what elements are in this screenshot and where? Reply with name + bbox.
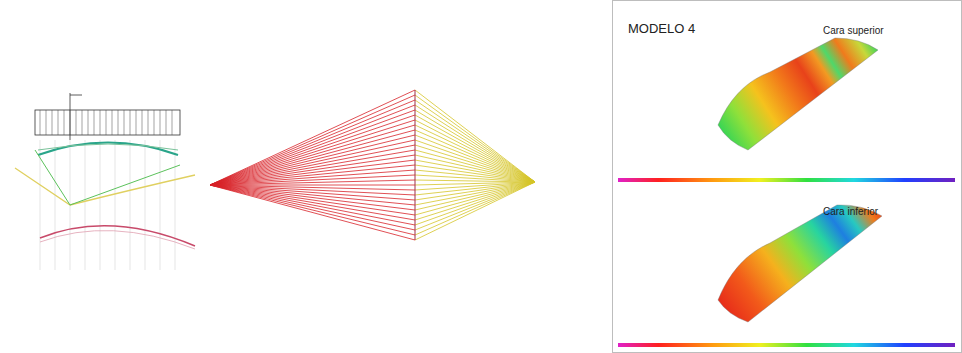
panel-title: MODELO 4 xyxy=(628,22,695,36)
force-ray xyxy=(210,185,415,225)
force-ray xyxy=(210,115,415,185)
force-ray xyxy=(210,185,415,235)
force-ray xyxy=(210,120,415,185)
force-ray xyxy=(210,130,415,185)
force-ray xyxy=(210,185,415,240)
force-ray xyxy=(210,95,415,185)
force-ray xyxy=(210,100,415,185)
force-ray xyxy=(210,150,415,185)
force-ray xyxy=(210,185,415,230)
force-ray xyxy=(415,182,535,230)
force-ray xyxy=(415,175,535,182)
force-ray xyxy=(210,90,415,185)
force-ray xyxy=(415,130,535,182)
force-ray xyxy=(210,180,415,185)
force-ray xyxy=(415,140,535,182)
force-ray xyxy=(415,182,535,205)
face-label: Cara superior xyxy=(823,25,884,36)
force-ray xyxy=(210,170,415,185)
force-ray xyxy=(415,90,535,182)
force-ray xyxy=(210,185,415,205)
force-ray xyxy=(415,135,535,182)
force-ray xyxy=(415,115,535,182)
force-ray xyxy=(415,120,535,182)
force-ray xyxy=(415,110,535,182)
force-ray xyxy=(415,145,535,182)
force-ray xyxy=(210,105,415,185)
force-ray xyxy=(210,175,415,185)
force-ray xyxy=(210,165,415,185)
force-ray xyxy=(415,182,535,240)
force-ray xyxy=(415,150,535,182)
force-ray xyxy=(415,182,535,235)
force-ray xyxy=(415,182,535,225)
force-ray xyxy=(415,155,535,182)
force-ray xyxy=(210,110,415,185)
face-label: Cara inferior xyxy=(823,206,878,217)
force-ray xyxy=(415,160,535,182)
force-ray xyxy=(415,165,535,182)
force-ray xyxy=(210,145,415,185)
force-ray xyxy=(415,95,535,182)
force-ray xyxy=(210,140,415,185)
force-ray xyxy=(210,185,415,215)
force-ray xyxy=(210,160,415,185)
force-ray xyxy=(210,135,415,185)
force-ray xyxy=(415,125,535,182)
force-ray xyxy=(210,185,415,210)
force-ray xyxy=(210,125,415,185)
force-ray xyxy=(415,105,535,182)
force-ray xyxy=(210,155,415,185)
force-ray xyxy=(415,180,535,182)
force-ray xyxy=(415,182,535,215)
force-ray xyxy=(415,170,535,182)
load-line xyxy=(415,90,416,240)
force-ray xyxy=(210,185,415,220)
force-ray xyxy=(415,100,535,182)
force-ray xyxy=(415,182,535,220)
